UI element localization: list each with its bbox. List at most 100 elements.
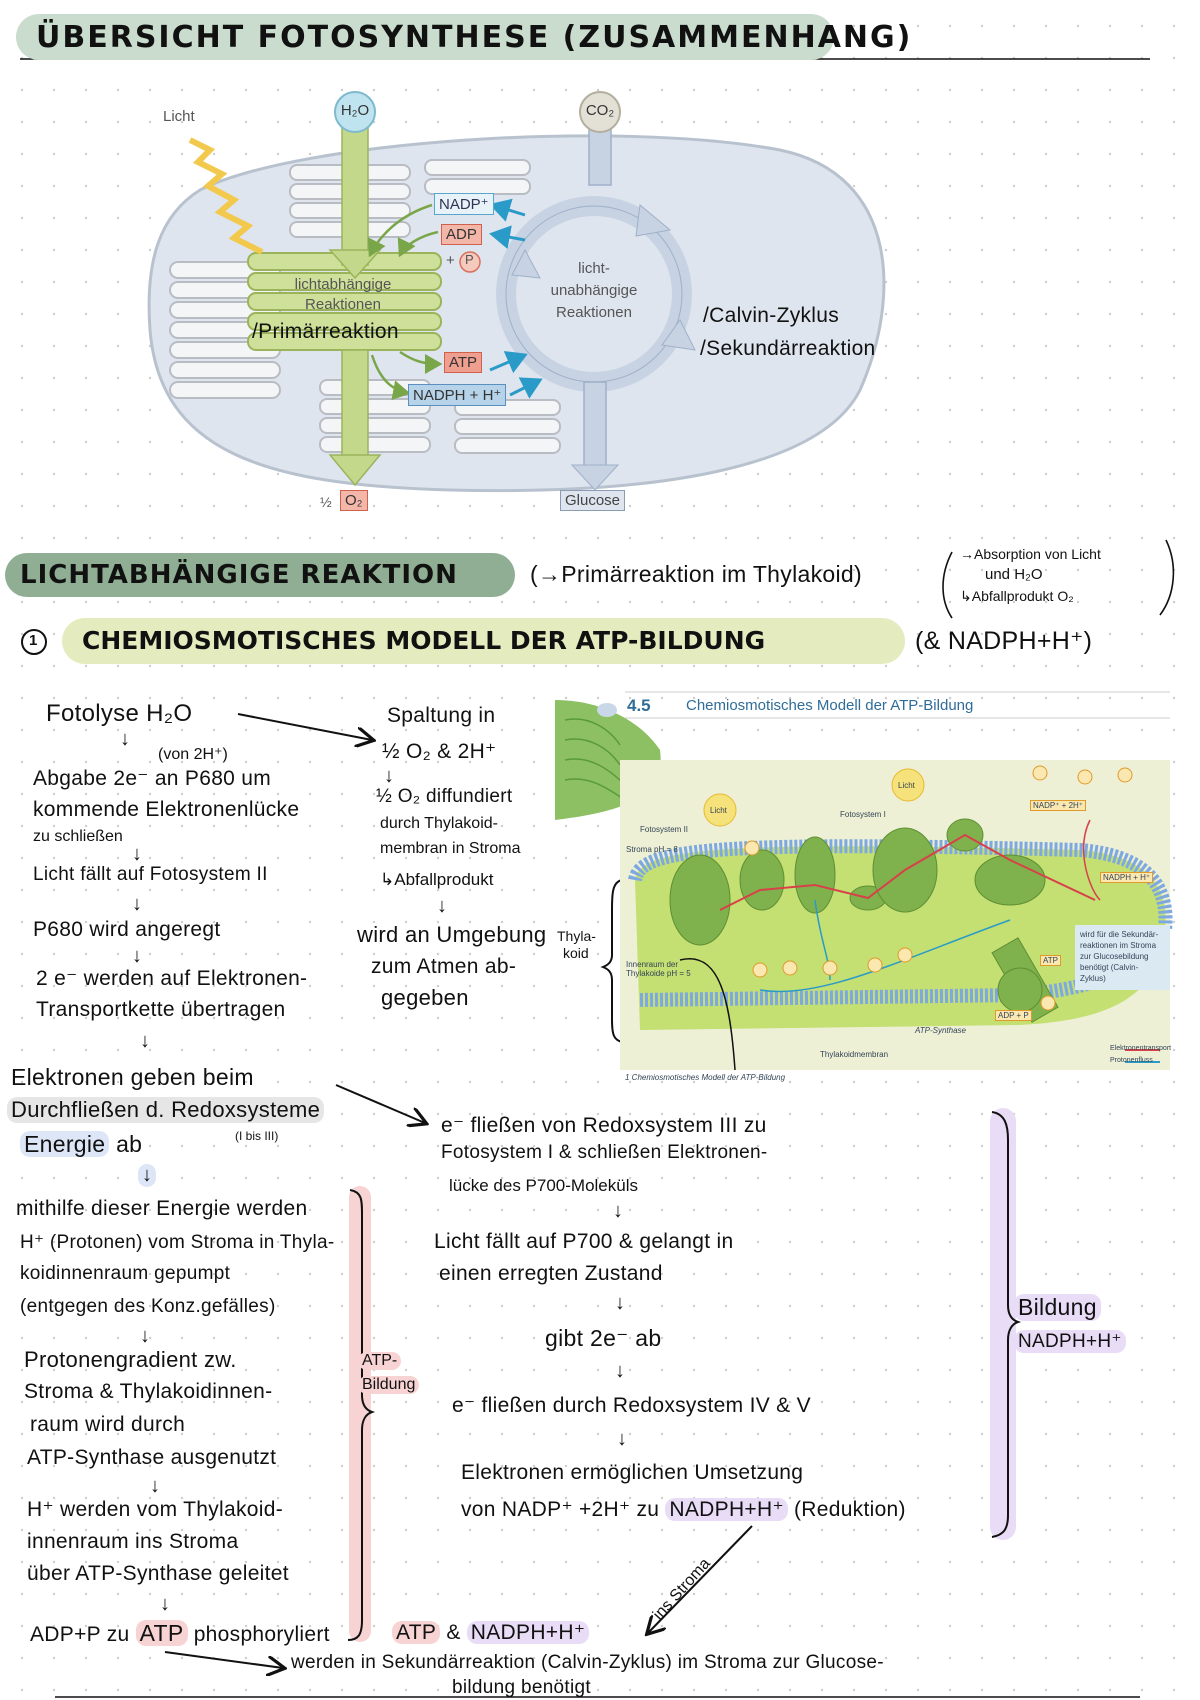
- figure-adp-p: ADP + P: [995, 1010, 1032, 1021]
- right-b-1: Licht fällt auf P700 & gelangt in: [434, 1230, 734, 1253]
- right-a-2: Fotosystem I & schließen Elektronen-: [441, 1142, 768, 1163]
- nadph-bildung-bracket: [991, 1111, 1022, 1538]
- left-d-3: raum wird durch: [30, 1413, 186, 1436]
- diagram-nadp-box: NADP⁺: [434, 193, 494, 215]
- left-c-3: koidinnenraum gepumpt: [20, 1263, 231, 1284]
- left-d-4: ATP-Synthase ausgenutzt: [27, 1446, 277, 1469]
- arrow-down-icon: ↓: [150, 1475, 160, 1497]
- atp-bildung-bracket: [347, 1189, 376, 1641]
- note-primary: /Primärreaktion: [252, 320, 399, 343]
- arrow-atp-to-conclusion: [164, 1651, 283, 1668]
- elektronen-2: Durchfließen d. Redoxsysteme: [7, 1097, 325, 1123]
- thylakoid-label-1: Thyla-: [557, 928, 596, 944]
- von-nadp: von NADP⁺ +2H⁺ zu: [461, 1498, 660, 1521]
- middle-c-1: wird an Umgebung: [357, 922, 547, 947]
- figure-title: Chemiosmotisches Modell der ATP-Bildung: [686, 697, 974, 714]
- arrow-down-icon: ↓: [615, 1360, 625, 1382]
- bracket-note-1: →Absorption von Licht: [960, 546, 1101, 562]
- adp-p: ADP+P zu: [30, 1623, 130, 1646]
- subsection-number-circle: [21, 629, 47, 655]
- reduktion: (Reduktion): [793, 1498, 906, 1521]
- von-2h: (von 2H⁺): [158, 746, 228, 763]
- left-d-1: Protonengradient zw.: [24, 1347, 237, 1372]
- energie-highlight: Energie: [20, 1131, 110, 1157]
- conclusion-line-1: werden in Sekundärreaktion (Calvin-Zyklu…: [291, 1652, 884, 1673]
- arrow-down-icon: ↓: [132, 945, 142, 967]
- left-b-2: Transportkette übertragen: [36, 998, 286, 1021]
- figure-sun-label-1: Licht: [710, 806, 727, 815]
- figure-atp-synthase: ATP-Synthase: [915, 1026, 966, 1035]
- page-title: ÜBERSICHT FOTOSYNTHESE (ZUSAMMENHANG): [36, 20, 913, 55]
- arrow-down-icon: ↓: [615, 1292, 625, 1314]
- left-a-1: Abgabe 2e⁻ an P680 um: [33, 767, 272, 790]
- middle-a-1: Spaltung in: [387, 704, 496, 727]
- middle-b-2: durch Thylakoid-: [380, 815, 498, 832]
- left-d-2: Stroma & Thylakoidinnen-: [24, 1380, 273, 1403]
- conclusion-nadph: NADPH+H⁺: [466, 1621, 590, 1644]
- bildung-nadph-label: NADPH+H⁺: [1014, 1330, 1126, 1353]
- arrow-down-icon: ↓: [613, 1200, 623, 1222]
- bracket-note-2: und H₂O: [985, 566, 1043, 583]
- arrow-ins-stroma: [648, 1525, 753, 1633]
- arrow-down-icon: ↓: [437, 895, 447, 917]
- figure-side-note-2: reaktionen im Stroma: [1080, 941, 1157, 950]
- middle-c-2: zum Atmen ab-: [371, 955, 517, 978]
- energie-ab: ab: [116, 1131, 143, 1157]
- elektronen-1: Elektronen geben beim: [11, 1064, 254, 1090]
- figure-nadp: NADP⁺ + 2H⁺: [1030, 800, 1087, 811]
- atp-bildung-label-2: Bildung: [358, 1376, 420, 1394]
- conclusion-line-2: bildung benötigt: [452, 1677, 591, 1698]
- figure-fotosystem1: Fotosystem I: [840, 810, 886, 819]
- phosphoryliert: phosphoryliert: [193, 1623, 330, 1646]
- figure-nadph: NADPH + H⁺: [1100, 872, 1154, 883]
- middle-b-1: ½ O₂ diffundiert: [376, 786, 513, 807]
- figure-side-note-3: zur Glucosebildung: [1080, 952, 1149, 961]
- diagram-light-reactions-2: Reaktionen: [305, 296, 381, 313]
- note-secondary: /Sekundärreaktion: [700, 337, 876, 360]
- umsetzung: Elektronen ermöglichen Umsetzung: [461, 1461, 804, 1484]
- arrow-down-icon: ↓: [120, 728, 130, 750]
- arrow-down-icon: ↓: [384, 765, 394, 787]
- diagram-co2: CO₂: [585, 102, 615, 119]
- conclusion-atp: ATP: [392, 1621, 441, 1644]
- bracket-note-3: ↳Abfallprodukt O₂: [960, 588, 1074, 604]
- arrow-down-icon: ↓: [140, 1030, 150, 1052]
- figure-legend-proton: Protonenfluss: [1110, 1057, 1153, 1064]
- title-banner-bg: [16, 14, 834, 60]
- figure-side-note-1: wird für die Sekundär-: [1080, 930, 1159, 939]
- left-c-2: H⁺ (Protonen) vom Stroma in Thyla-: [20, 1232, 335, 1253]
- figure-side-note-5: Zyklus): [1080, 974, 1106, 983]
- figure-membrane: Thylakoidmembran: [820, 1050, 889, 1059]
- redox-4-5: e⁻ fließen durch Redoxsystem IV & V: [452, 1394, 811, 1417]
- diagram-half: ½: [320, 494, 332, 510]
- p680-excited: P680 wird angeregt: [33, 918, 221, 941]
- diagram-plus: +: [446, 252, 455, 269]
- arrow-down-icon: ↓: [160, 1593, 170, 1615]
- diagram-atp-box: ATP: [444, 352, 483, 373]
- thylakoid-label-2: koid: [563, 945, 589, 961]
- diagram-glucose-box: Glucose: [560, 490, 626, 511]
- diagram-dark-reactions-3: Reaktionen: [556, 304, 632, 321]
- section-heading: LICHTABHÄNGIGE REAKTION: [20, 560, 458, 590]
- figure-innenraum: Innenraum der Thylakoide pH = 5: [626, 960, 691, 978]
- subsection-suffix: (& NADPH+H⁺): [915, 627, 1093, 655]
- middle-b-4: ↳Abfallprodukt: [380, 870, 494, 889]
- note-calvin: /Calvin-Zyklus: [703, 304, 840, 327]
- middle-a-2: ½ O₂ & 2H⁺: [382, 740, 497, 763]
- diagram-dark-reactions-2: unabhängige: [550, 282, 638, 299]
- right-a-1: e⁻ fließen von Redoxsystem III zu: [441, 1114, 767, 1137]
- left-a-2: kommende Elektronenlücke: [33, 798, 300, 821]
- middle-c-3: gegeben: [381, 985, 469, 1010]
- thylakoid-brace: [600, 879, 623, 1043]
- figure-fotosystem2: Fotosystem II: [640, 825, 689, 834]
- section-banner-bg: [5, 553, 515, 597]
- licht-ps2: Licht fällt auf Fotosystem II: [33, 864, 268, 885]
- redox-range: (I bis III): [235, 1129, 279, 1143]
- left-a-3: zu schließen: [33, 828, 123, 845]
- bildung-label: Bildung: [1014, 1294, 1101, 1321]
- diagram-nadph-box: NADPH + H⁺: [408, 384, 507, 406]
- left-c-1: mithilfe dieser Energie werden: [16, 1197, 308, 1220]
- right-a-3: lücke des P700-Moleküls: [449, 1176, 638, 1195]
- figure-side-note-4: benötigt (Calvin-: [1080, 963, 1139, 972]
